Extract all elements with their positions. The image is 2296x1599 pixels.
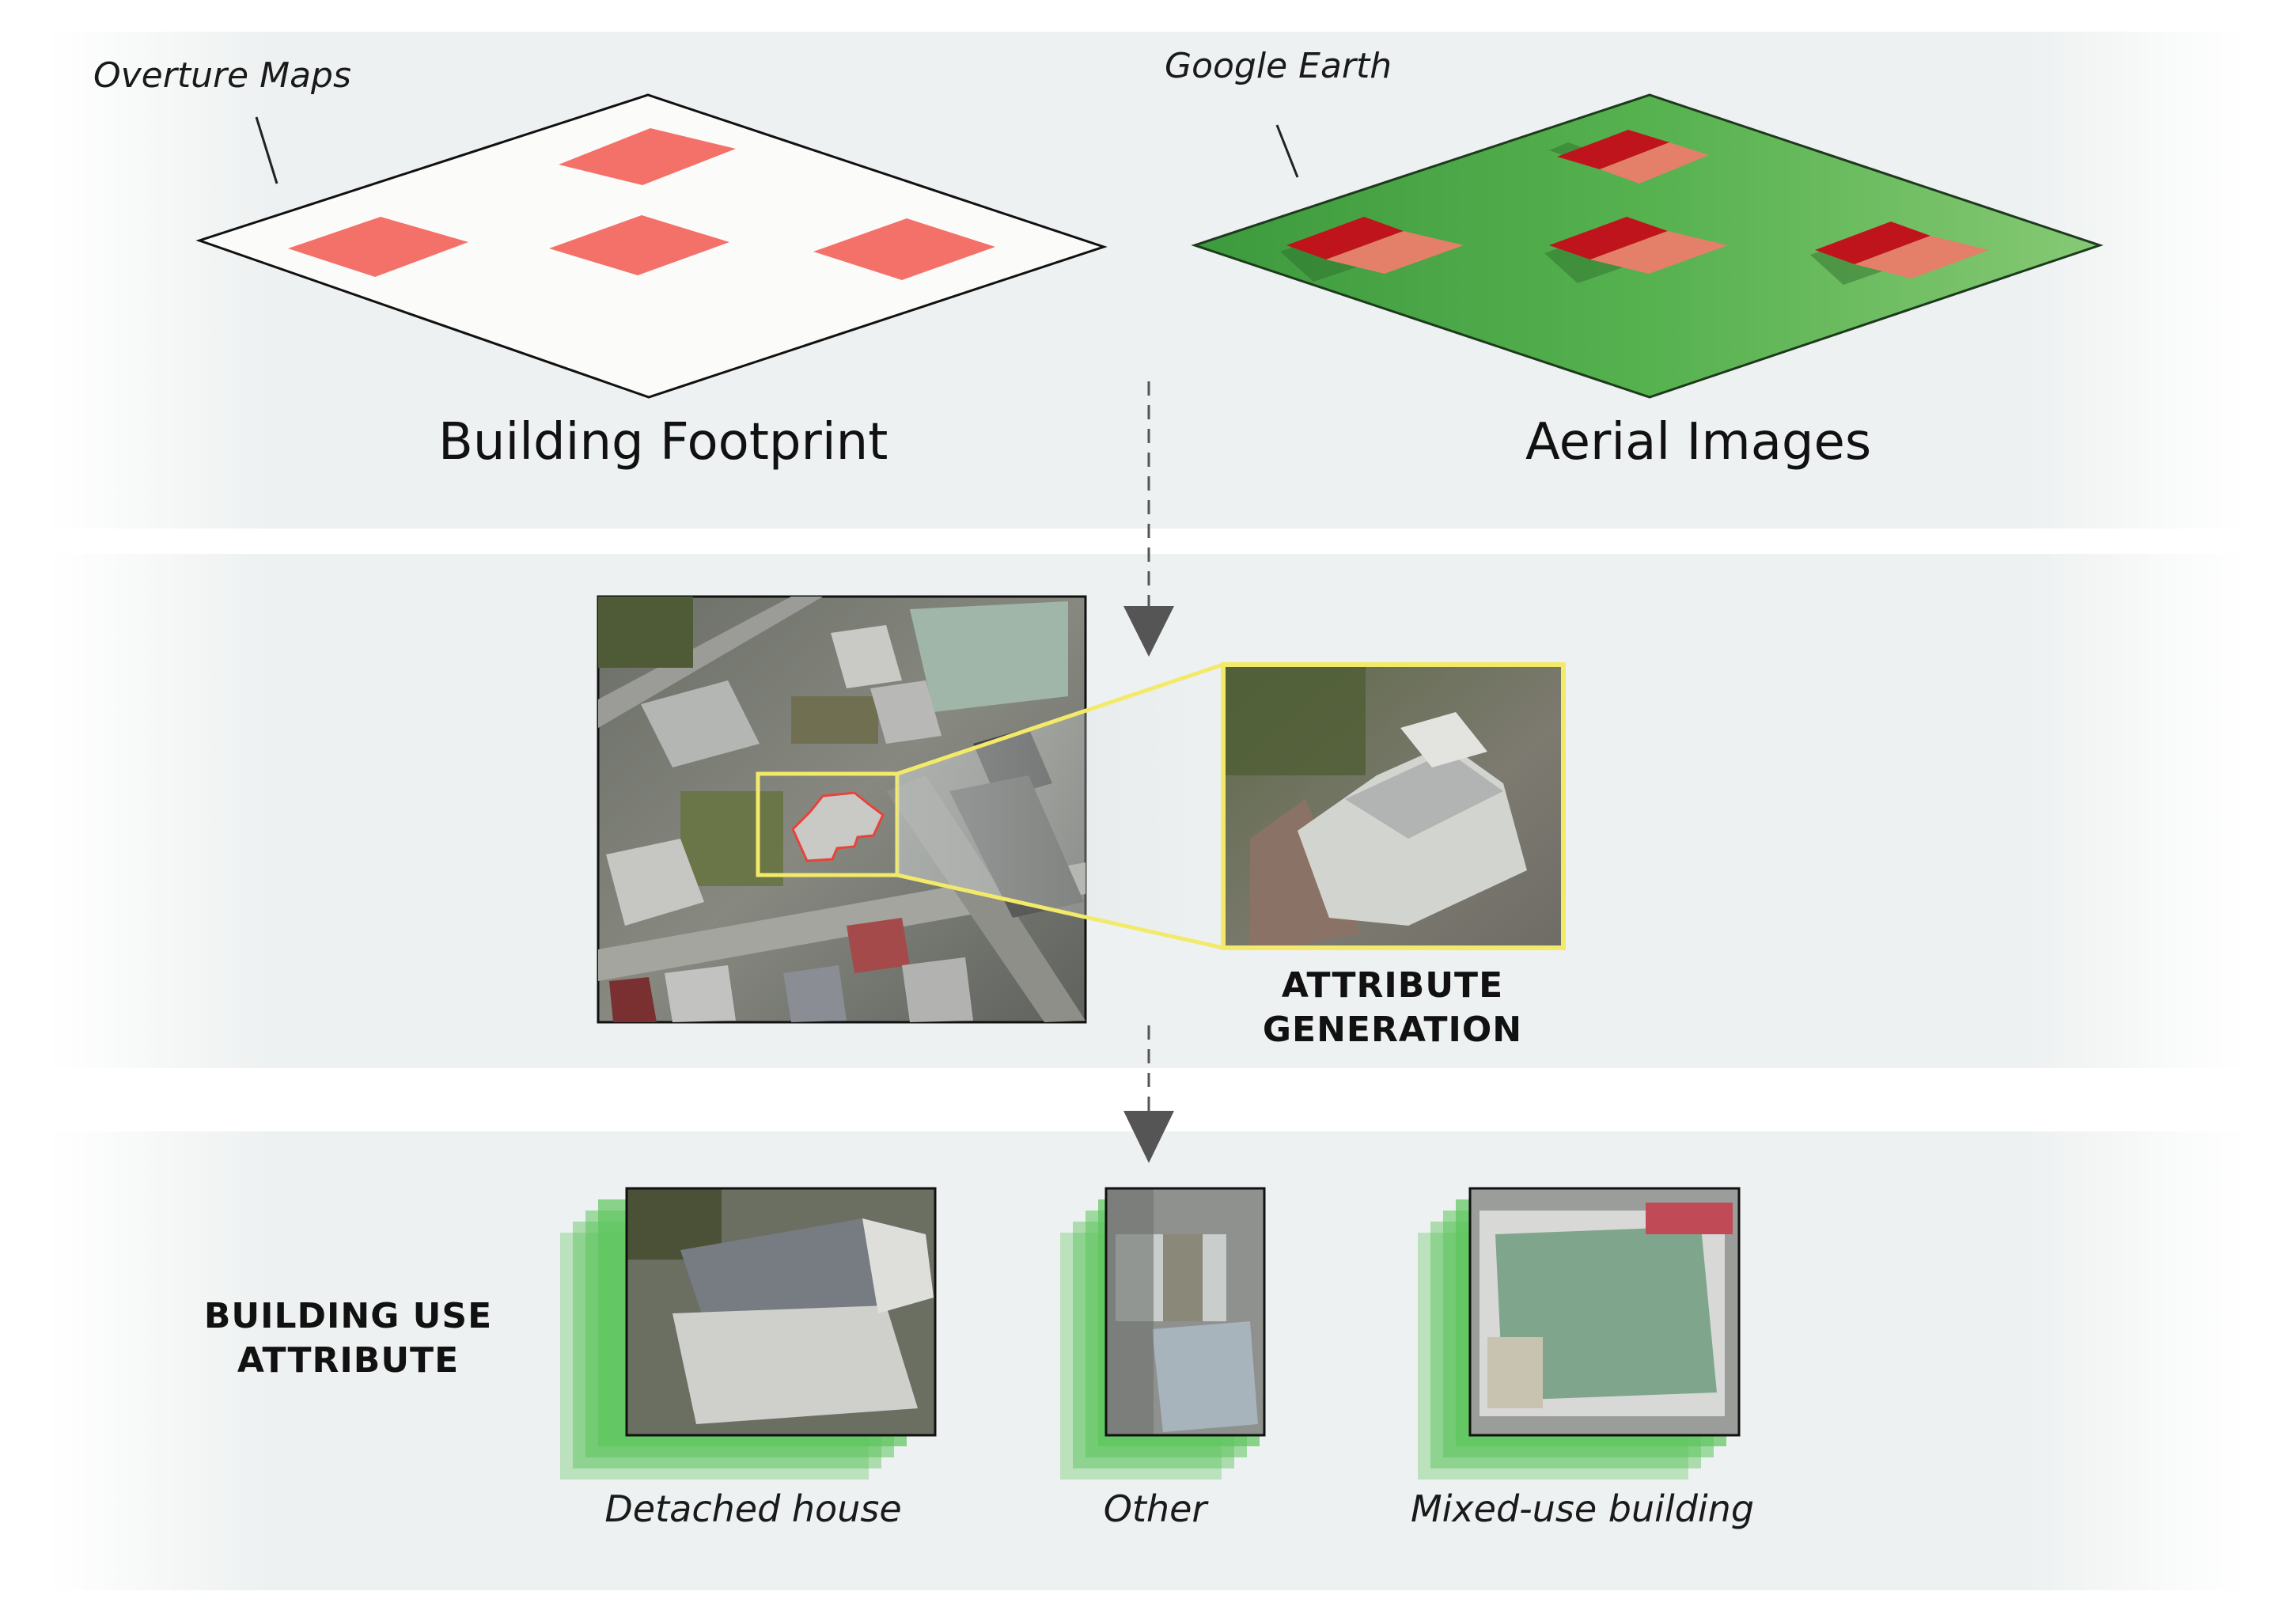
roof-light-2 xyxy=(1326,231,1464,274)
zoomed-building-image xyxy=(1221,662,1566,950)
overture-maps-label: Overture Maps xyxy=(93,55,351,96)
footprint-plane xyxy=(195,93,1108,399)
building-use-line1: BUILDING USE xyxy=(203,1296,493,1336)
roof-light-4 xyxy=(1855,236,1989,278)
footprint-1 xyxy=(559,128,736,185)
roof-light-1 xyxy=(1600,142,1709,184)
footprint-2 xyxy=(288,217,468,277)
class-label-detached-house: Detached house xyxy=(604,1487,902,1530)
building-footprint-title: Building Footprint xyxy=(438,413,888,472)
zoom-line-bottom xyxy=(896,873,1224,950)
google-earth-label: Google Earth xyxy=(1165,46,1392,86)
aerial-plane xyxy=(1191,93,2104,399)
target-building-outline xyxy=(791,791,885,862)
zoom-line-top xyxy=(896,662,1224,776)
dashed-arrow-top xyxy=(1123,381,1174,657)
building-use-attribute-label: BUILDING USE ATTRIBUTE xyxy=(182,1294,514,1383)
dashed-arrow-bottom xyxy=(1123,1025,1174,1163)
class-label-mixed-use: Mixed-use building xyxy=(1410,1487,1755,1530)
zoom-beam-shadow xyxy=(897,665,1223,948)
roof-dark-4 xyxy=(1815,222,1930,264)
roof-dark-2 xyxy=(1286,217,1404,260)
stack-mixed-use xyxy=(1418,1187,1741,1480)
mixed-use-thumbnail xyxy=(1468,1187,1741,1437)
stack-other xyxy=(1060,1187,1266,1480)
roof-dark-3 xyxy=(1549,217,1668,260)
detached-house-thumbnail xyxy=(625,1187,937,1437)
roof-dark-1 xyxy=(1557,130,1669,169)
class-label-other: Other xyxy=(1103,1487,1207,1530)
roof-light-3 xyxy=(1590,231,1728,274)
footprint-3 xyxy=(549,215,729,275)
attribute-generation-line1: ATTRIBUTE xyxy=(1281,965,1504,1006)
other-thumbnail xyxy=(1104,1187,1266,1437)
stack-detached-house xyxy=(560,1187,937,1480)
google-earth-leader-line xyxy=(1275,124,1299,178)
attribute-generation-label: ATTRIBUTE GENERATION xyxy=(1218,964,1567,1052)
attribute-generation-line2: GENERATION xyxy=(1262,1010,1523,1050)
overture-leader-line xyxy=(255,116,278,184)
footprint-4 xyxy=(813,218,995,280)
aerial-images-title: Aerial Images xyxy=(1525,413,1872,472)
building-use-line2: ATTRIBUTE xyxy=(237,1340,460,1381)
